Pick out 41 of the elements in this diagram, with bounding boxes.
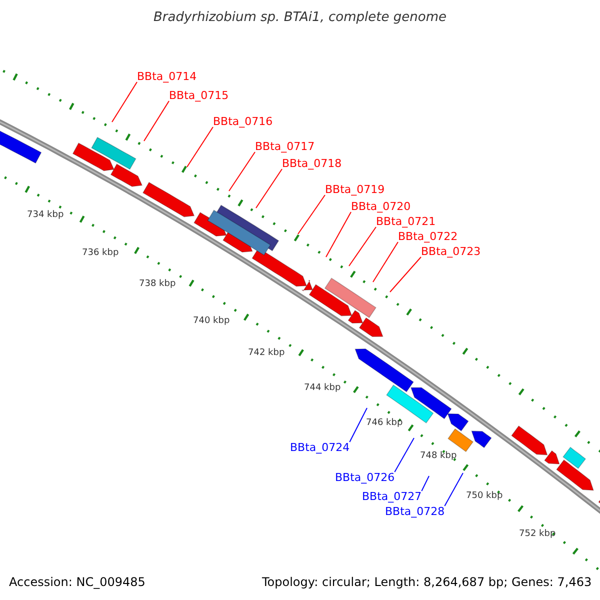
leader-line — [349, 408, 368, 442]
leader-line — [348, 226, 376, 266]
leader-line — [326, 212, 352, 258]
gene-label: BBta_0717 — [255, 141, 315, 152]
gene-label: BBta_0726 — [335, 472, 395, 483]
gene-label: BBta_0718 — [282, 158, 342, 169]
gene-label: BBta_0719 — [325, 184, 385, 195]
leader-line — [228, 152, 256, 192]
position-label: 734 kbp — [27, 211, 64, 220]
leader-line — [390, 256, 422, 292]
footer-text: Accession: NC_009485 — [9, 576, 146, 588]
gene-label: BBta_0728 — [385, 506, 445, 517]
gene-label: BBta_0723 — [421, 246, 481, 257]
position-label: 740 kbp — [193, 317, 230, 326]
position-label: 752 kbp — [519, 530, 556, 539]
footer-text: Topology: circular; Length: 8,264,687 bp; Genes: 7,463 — [262, 576, 592, 588]
chart-title: Bradyrhizobium sp. BTAi1, complete genome — [152, 11, 448, 24]
gene-label: BBta_0714 — [137, 71, 197, 82]
leader-line — [394, 438, 414, 472]
leader-line — [372, 242, 398, 282]
leader-line — [444, 472, 464, 506]
position-label: 746 kbp — [366, 419, 403, 428]
leader-line — [112, 82, 138, 122]
leader-line — [298, 194, 326, 234]
leader-line — [144, 100, 170, 142]
gene-label: BBta_0727 — [362, 491, 422, 502]
leader-line — [256, 168, 282, 208]
gene-label: BBta_0722 — [398, 231, 458, 242]
leader-line — [421, 476, 430, 492]
gene-label: BBta_0721 — [376, 216, 436, 227]
leader-line — [186, 126, 214, 168]
gene-label: BBta_0715 — [169, 90, 229, 101]
position-label: 736 kbp — [82, 249, 119, 258]
position-label: 742 kbp — [248, 349, 285, 358]
position-label: 738 kbp — [139, 280, 176, 289]
gene-label: BBta_0720 — [351, 201, 411, 212]
position-label: 748 kbp — [420, 452, 457, 461]
gene-label: BBta_0724 — [290, 442, 350, 453]
position-label: 750 kbp — [466, 492, 503, 501]
position-label: 744 kbp — [304, 384, 341, 393]
gene-label: BBta_0716 — [213, 116, 273, 127]
